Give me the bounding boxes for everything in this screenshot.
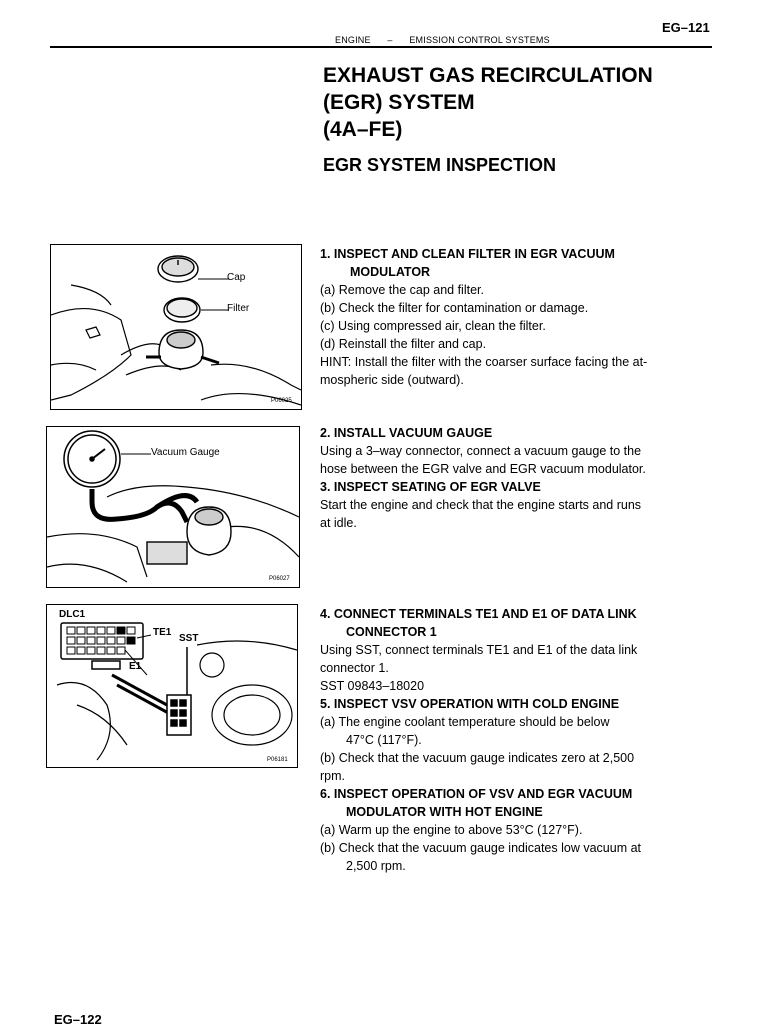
vacuum-gauge-illustration (47, 430, 299, 583)
step-4-sst: SST 09843–18020 (320, 679, 425, 693)
step-2-heading: 2. INSTALL VACUUM GAUGE (320, 426, 493, 440)
step-3-text: Start the engine and check that the engi… (320, 498, 642, 512)
figure-code: P06027 (269, 576, 290, 582)
step-1-heading: 1. INSPECT AND CLEAN FILTER IN EGR VACUU… (320, 247, 615, 261)
step-1-a: (a) Remove the cap and filter. (320, 283, 484, 297)
filter-part (163, 297, 201, 323)
running-header: ENGINE – EMISSION CONTROL SYSTEMS (335, 35, 550, 45)
header-section: ENGINE (335, 35, 371, 45)
step-1-block: 1. INSPECT AND CLEAN FILTER IN EGR VACUU… (320, 245, 700, 389)
step-5-b-cont: rpm. (320, 769, 345, 783)
egr-modulator-illustration (51, 255, 301, 406)
te1-label: TE1 (153, 627, 172, 638)
step-4-heading-cont: CONNECTOR 1 (346, 625, 437, 639)
dlc1-illustration (56, 622, 297, 761)
vacuum-gauge-part (63, 430, 121, 488)
figure-code: P06025 (271, 398, 292, 404)
step-1-hint: HINT: Install the filter with the coarse… (320, 355, 648, 369)
figure-dlc1-connector: DLC1 TE1 SST E1 P06181 (46, 604, 298, 768)
step-5-b: (b) Check that the vacuum gauge indicate… (320, 751, 635, 765)
step-2-3-block: 2. INSTALL VACUUM GAUGE Using a 3–way co… (320, 424, 700, 532)
step-6-heading: 6. INSPECT OPERATION OF VSV AND EGR VACU… (320, 787, 633, 801)
modulator-part (146, 329, 220, 370)
step-1-c: (c) Using compressed air, clean the filt… (320, 319, 546, 333)
step-6-heading-cont: MODULATOR WITH HOT ENGINE (346, 805, 543, 819)
step-1-hint-cont: mospheric side (outward). (320, 373, 464, 387)
step-5-heading: 5. INSPECT VSV OPERATION WITH COLD ENGIN… (320, 697, 620, 711)
sst-tool-part (111, 647, 192, 736)
step-3-heading: 3. INSPECT SEATING OF EGR VALVE (320, 480, 541, 494)
step-2-text-cont: hose between the EGR valve and EGR vacuu… (320, 462, 646, 476)
page-number: EG–121 (662, 20, 710, 35)
step-2-text: Using a 3–way connector, connect a vacuu… (320, 444, 642, 458)
step-6-b-cont: 2,500 rpm. (346, 859, 406, 873)
page-title: EXHAUST GAS RECIRCULATION (EGR) SYSTEM (… (323, 62, 653, 143)
cap-part (157, 255, 199, 283)
step-6-a: (a) Warm up the engine to above 53°C (12… (320, 823, 583, 837)
step-5-a-cont: 47°C (117°F). (346, 733, 422, 747)
vacuum-gauge-label: Vacuum Gauge (151, 447, 220, 458)
step-4-heading: 4. CONNECT TERMINALS TE1 AND E1 OF DATA … (320, 607, 637, 621)
step-3-text-cont: at idle. (320, 516, 357, 530)
figure-code: P06181 (267, 757, 288, 763)
dlc1-label: DLC1 (59, 609, 86, 620)
dlc1-connector-part (60, 622, 144, 670)
egr-valve-part (146, 506, 232, 565)
filter-label: Filter (227, 303, 250, 314)
title-line-1: EXHAUST GAS RECIRCULATION (323, 64, 653, 87)
sst-label: SST (179, 633, 199, 644)
e1-label: E1 (129, 661, 142, 672)
cap-label: Cap (227, 272, 246, 283)
step-1-b: (b) Check the filter for contamination o… (320, 301, 589, 315)
footer-page-number: EG–122 (54, 1012, 102, 1027)
header-subsection: EMISSION CONTROL SYSTEMS (409, 35, 550, 45)
step-1-d: (d) Reinstall the filter and cap. (320, 337, 487, 351)
step-4-text: Using SST, connect terminals TE1 and E1 … (320, 643, 638, 657)
step-1-heading-cont: MODULATOR (350, 265, 431, 279)
step-4-6-block: 4. CONNECT TERMINALS TE1 AND E1 OF DATA … (320, 605, 700, 875)
header-rule (50, 46, 712, 48)
title-line-2: (EGR) SYSTEM (323, 91, 475, 114)
figure-vacuum-gauge: Vacuum Gauge P06027 (46, 426, 300, 588)
step-6-b: (b) Check that the vacuum gauge indicate… (320, 841, 642, 855)
step-5-a: (a) The engine coolant temperature shoul… (320, 715, 610, 729)
header-separator: – (387, 35, 393, 45)
section-subtitle: EGR SYSTEM INSPECTION (323, 155, 557, 175)
figure-egr-modulator-filter: Cap Filter P06025 (50, 244, 302, 410)
step-4-text-cont: connector 1. (320, 661, 389, 675)
title-line-3: (4A–FE) (323, 118, 403, 141)
